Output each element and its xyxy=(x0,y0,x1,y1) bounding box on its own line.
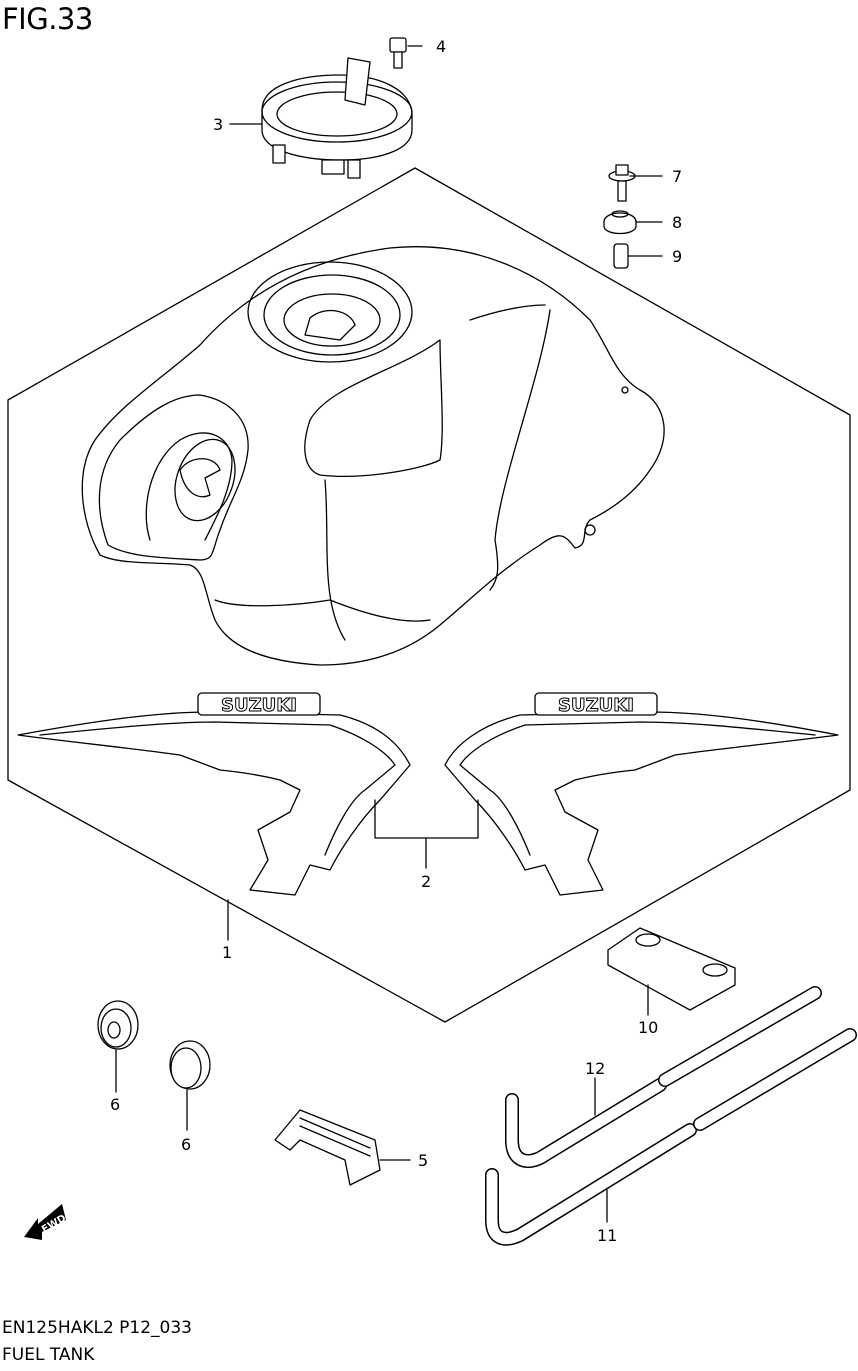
callout-12: 12 xyxy=(585,1059,605,1078)
callout-4: 4 xyxy=(436,37,446,56)
forward-direction-icon: FWD xyxy=(24,1204,68,1240)
callout-3: 3 xyxy=(213,115,223,134)
callout-7: 7 xyxy=(672,167,682,186)
decal-text-left: SUZUKI xyxy=(221,695,297,716)
leader-lines xyxy=(115,45,663,1223)
cushion-part-8[interactable] xyxy=(603,210,637,235)
model-code: EN125HAKL2 P12_033 xyxy=(2,1318,192,1338)
hose-part-11[interactable] xyxy=(485,1028,857,1246)
cushion-part-6a[interactable] xyxy=(97,1000,139,1050)
bolt-part-7[interactable] xyxy=(608,164,636,202)
cushion-part-6b[interactable] xyxy=(169,1040,211,1090)
bracket-part-10[interactable] xyxy=(607,927,736,1011)
callout-5: 5 xyxy=(418,1151,428,1170)
callout-8: 8 xyxy=(672,213,682,232)
fuel-tank-part-1[interactable] xyxy=(81,246,665,666)
assembly-outline xyxy=(7,167,851,1023)
collar-part-9[interactable] xyxy=(613,243,629,269)
figure-title: FIG.33 xyxy=(2,2,93,36)
callout-9: 9 xyxy=(672,247,682,266)
fuel-cap-part-3[interactable] xyxy=(261,57,413,179)
clamp-part-5[interactable] xyxy=(274,1109,381,1186)
callout-2: 2 xyxy=(421,872,431,891)
hose-part-12[interactable] xyxy=(505,986,822,1168)
bolt-part-4[interactable] xyxy=(389,37,407,69)
decal-set-part-2[interactable]: SUZUKI SUZUKI xyxy=(17,692,839,896)
callout-1: 1 xyxy=(222,943,232,962)
callout-10: 10 xyxy=(638,1018,658,1037)
decal-text-right: SUZUKI xyxy=(558,695,634,716)
callout-6a: 6 xyxy=(110,1095,120,1114)
section-name: FUEL TANK xyxy=(2,1345,95,1365)
callout-6b: 6 xyxy=(181,1135,191,1154)
callout-11: 11 xyxy=(597,1226,617,1245)
